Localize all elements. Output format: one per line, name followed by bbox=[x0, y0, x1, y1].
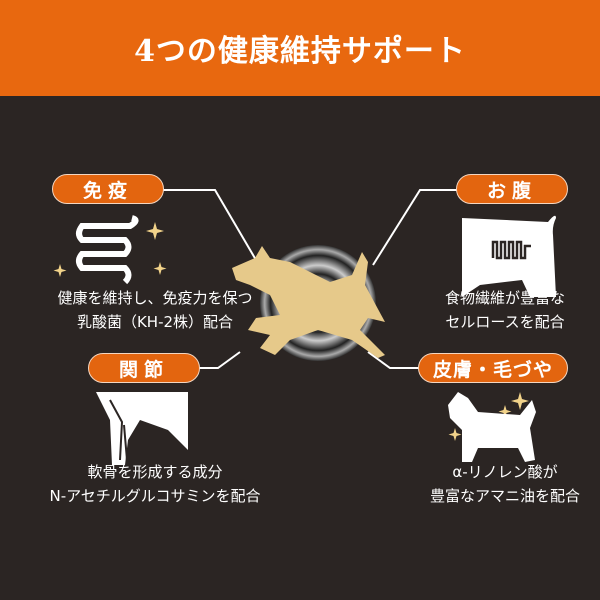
desc-line: 食物繊維が豊富な bbox=[444, 289, 565, 307]
dog-leg-joint-icon bbox=[96, 392, 188, 465]
desc-line: 健康を維持し、免疫力を保つ bbox=[57, 289, 253, 307]
intestine-icon bbox=[76, 215, 139, 285]
feature-label-immunity: 免疫 bbox=[52, 174, 164, 204]
desc-line: 豊富なアマニ油を配合 bbox=[429, 487, 580, 505]
shiny-dog-icon bbox=[448, 392, 536, 462]
feature-label-joints: 関節 bbox=[88, 353, 200, 383]
desc-line: 軟骨を形成する成分 bbox=[87, 463, 223, 481]
desc-line: セルロースを配合 bbox=[445, 313, 565, 331]
desc-line: α-リノレン酸が bbox=[452, 463, 558, 481]
desc-line: N-アセチルグルコサミンを配合 bbox=[49, 487, 261, 505]
page-title: 4つの健康維持サポート bbox=[134, 34, 466, 69]
dog-belly-icon bbox=[462, 215, 556, 297]
running-dog-icon bbox=[232, 246, 385, 358]
feature-desc-skin-coat: α-リノレン酸が 豊富なアマニ油を配合 bbox=[405, 460, 600, 508]
sparkle-icon bbox=[53, 222, 529, 441]
feature-label-stomach: お腹 bbox=[456, 174, 568, 204]
desc-line: 乳酸菌（KH-2株）配合 bbox=[76, 313, 234, 331]
feature-desc-stomach: 食物繊維が豊富な セルロースを配合 bbox=[405, 286, 600, 334]
feature-desc-joints: 軟骨を形成する成分 N-アセチルグルコサミンを配合 bbox=[5, 460, 305, 508]
feature-desc-immunity: 健康を維持し、免疫力を保つ 乳酸菌（KH-2株）配合 bbox=[5, 286, 305, 334]
feature-label-skin-coat: 皮膚・毛づや bbox=[418, 353, 568, 383]
header-banner: 4つの健康維持サポート bbox=[0, 0, 600, 96]
